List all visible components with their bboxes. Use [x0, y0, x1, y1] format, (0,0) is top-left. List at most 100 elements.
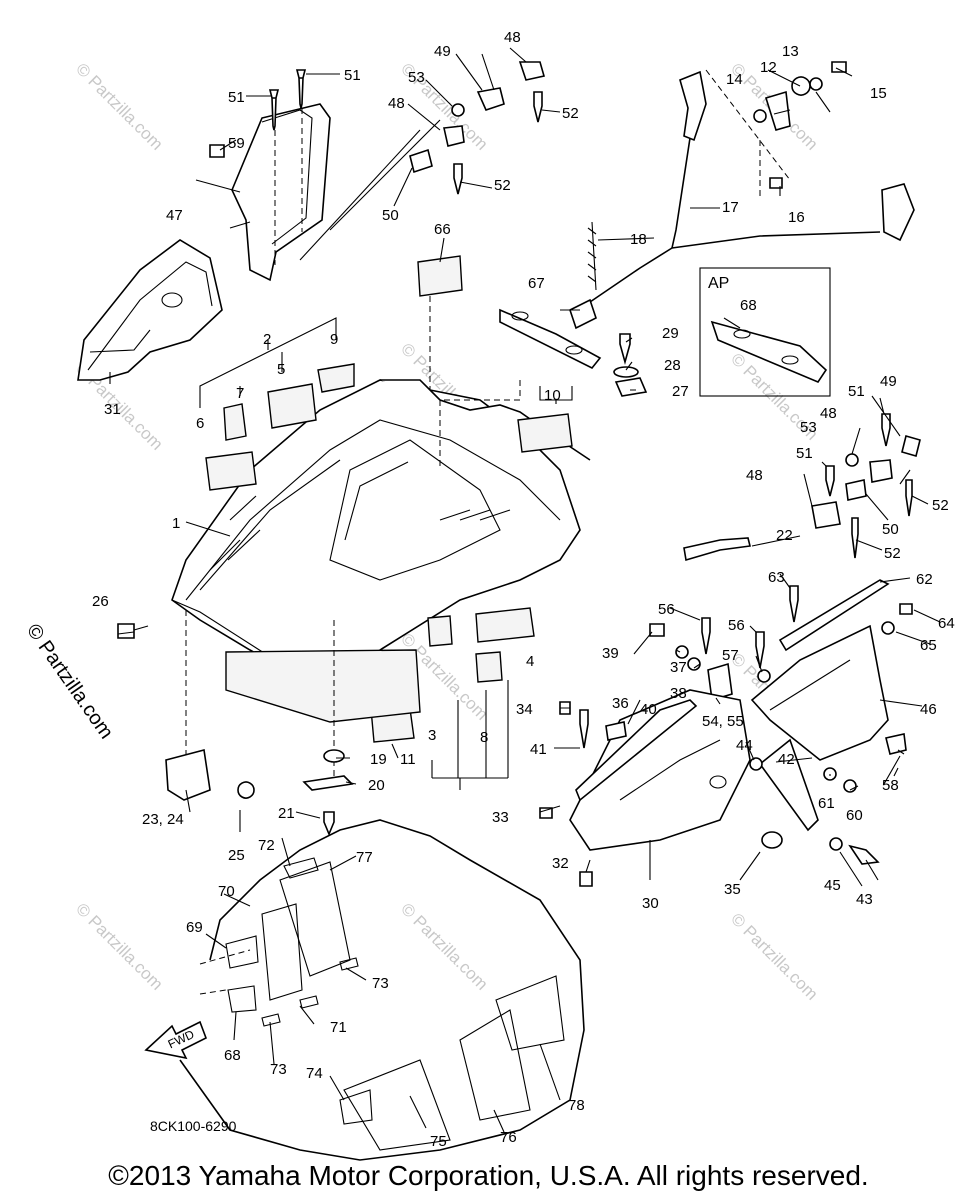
callout-18: 18 [630, 231, 647, 248]
callout-53b: 53 [800, 419, 817, 436]
drawing-code: 8CK100-6290 [150, 1118, 237, 1134]
callout-48c: 48 [820, 405, 837, 422]
callout-73: 73 [372, 975, 389, 992]
leader-lines [109, 47, 941, 1133]
callout-50b: 50 [882, 521, 899, 538]
callout-74: 74 [306, 1065, 323, 1082]
cable-assembly-drawing [569, 61, 915, 330]
callout-36: 36 [612, 695, 629, 712]
callout-37: 37 [670, 659, 687, 676]
callout-66: 66 [434, 221, 451, 238]
callout-68: 68 [740, 297, 757, 314]
fastener-cluster-right [811, 413, 921, 559]
callout-77: 77 [356, 849, 373, 866]
callout-43: 43 [856, 891, 873, 908]
callout-40: 40 [640, 701, 657, 718]
watermark: © Partzilla.com [727, 909, 821, 1003]
screws-51-top [209, 69, 307, 158]
callout-8: 8 [480, 729, 488, 746]
callout-48: 48 [504, 29, 521, 46]
watermark: © Partzilla.com [72, 899, 166, 993]
callout-73b: 73 [270, 1061, 287, 1078]
callout-12: 12 [760, 59, 777, 76]
callout-65: 65 [920, 637, 937, 654]
callout-3: 3 [428, 727, 436, 744]
callout-56: 56 [658, 601, 675, 618]
callout-53: 53 [408, 69, 425, 86]
callout-51c: 51 [848, 383, 865, 400]
callout-56b: 56 [728, 617, 745, 634]
box-30-drawing [539, 689, 880, 887]
callout-71: 71 [330, 1019, 347, 1036]
callout-41: 41 [530, 741, 547, 758]
strip-22 [683, 537, 751, 562]
callout-34: 34 [516, 701, 533, 718]
callout-50: 50 [382, 207, 399, 224]
callout-62: 62 [916, 571, 933, 588]
callout-51: 51 [228, 89, 245, 106]
callout-9: 9 [330, 331, 338, 348]
callout-58: 58 [882, 777, 899, 794]
callout-78: 78 [568, 1097, 585, 1114]
callout-45: 45 [824, 877, 841, 894]
callout-6: 6 [196, 415, 204, 432]
bracket-47-drawing [195, 88, 441, 282]
plate-67-drawing [499, 308, 602, 370]
callout-32: 32 [552, 855, 569, 872]
callout-52d: 52 [884, 545, 901, 562]
callout-38: 38 [670, 685, 687, 702]
callout-10: 10 [544, 387, 561, 404]
fwd-arrow: FWD [144, 1020, 208, 1060]
callout-64: 64 [938, 615, 955, 632]
callout-27: 27 [672, 383, 689, 400]
callout-30: 30 [642, 895, 659, 912]
callout-1: 1 [172, 515, 180, 532]
watermark: © Partzilla.com [397, 899, 491, 993]
callout-67: 67 [528, 275, 545, 292]
callout-76: 76 [500, 1129, 517, 1146]
callout-52b: 52 [494, 177, 511, 194]
callout-22: 22 [776, 527, 793, 544]
callout-35: 35 [724, 881, 741, 898]
callout-20: 20 [368, 777, 385, 794]
callout-57: 57 [722, 647, 739, 664]
callout-72: 72 [258, 837, 275, 854]
callout-2: 2 [263, 331, 271, 348]
callout-25: 25 [228, 847, 245, 864]
lower-hull-drawing [179, 819, 585, 1161]
callout-59: 59 [228, 135, 245, 152]
copyright-notice: ©2013 Yamaha Motor Corporation, U.S.A. A… [108, 1160, 869, 1191]
panel-46-drawing [750, 579, 913, 793]
ap-box-label: AP [708, 275, 729, 292]
callout-13: 13 [782, 43, 799, 60]
callout-68b: 68 [224, 1047, 241, 1064]
callout-52c: 52 [932, 497, 949, 514]
callout-54-55: 54, 55 [702, 713, 744, 730]
callout-39: 39 [602, 645, 619, 662]
callout-33: 33 [492, 809, 509, 826]
callout-19: 19 [370, 751, 387, 768]
callout-47: 47 [166, 207, 183, 224]
callout-70: 70 [218, 883, 235, 900]
callout-61: 61 [818, 795, 835, 812]
callout-75: 75 [430, 1133, 447, 1150]
callout-60: 60 [846, 807, 863, 824]
callout-14: 14 [726, 71, 743, 88]
callout-49b: 49 [880, 373, 897, 390]
fastener-cluster-top [409, 61, 546, 195]
hood-31-drawing [77, 239, 223, 381]
callout-15: 15 [870, 85, 887, 102]
callout-5: 5 [277, 361, 285, 378]
callout-16: 16 [788, 209, 805, 226]
callout-17: 17 [722, 199, 739, 216]
callout-brackets [199, 317, 573, 790]
watermark: © Partzilla.com [72, 59, 166, 153]
callout-28: 28 [664, 357, 681, 374]
callout-42: 42 [778, 751, 795, 768]
callout-44: 44 [736, 737, 753, 754]
parts-37-57-drawing [649, 617, 771, 702]
callout-4: 4 [526, 653, 534, 670]
callout-labels: 1 2 3 4 5 6 7 8 9 10 11 12 13 14 15 16 1… [92, 29, 955, 1150]
callout-46: 46 [920, 701, 937, 718]
